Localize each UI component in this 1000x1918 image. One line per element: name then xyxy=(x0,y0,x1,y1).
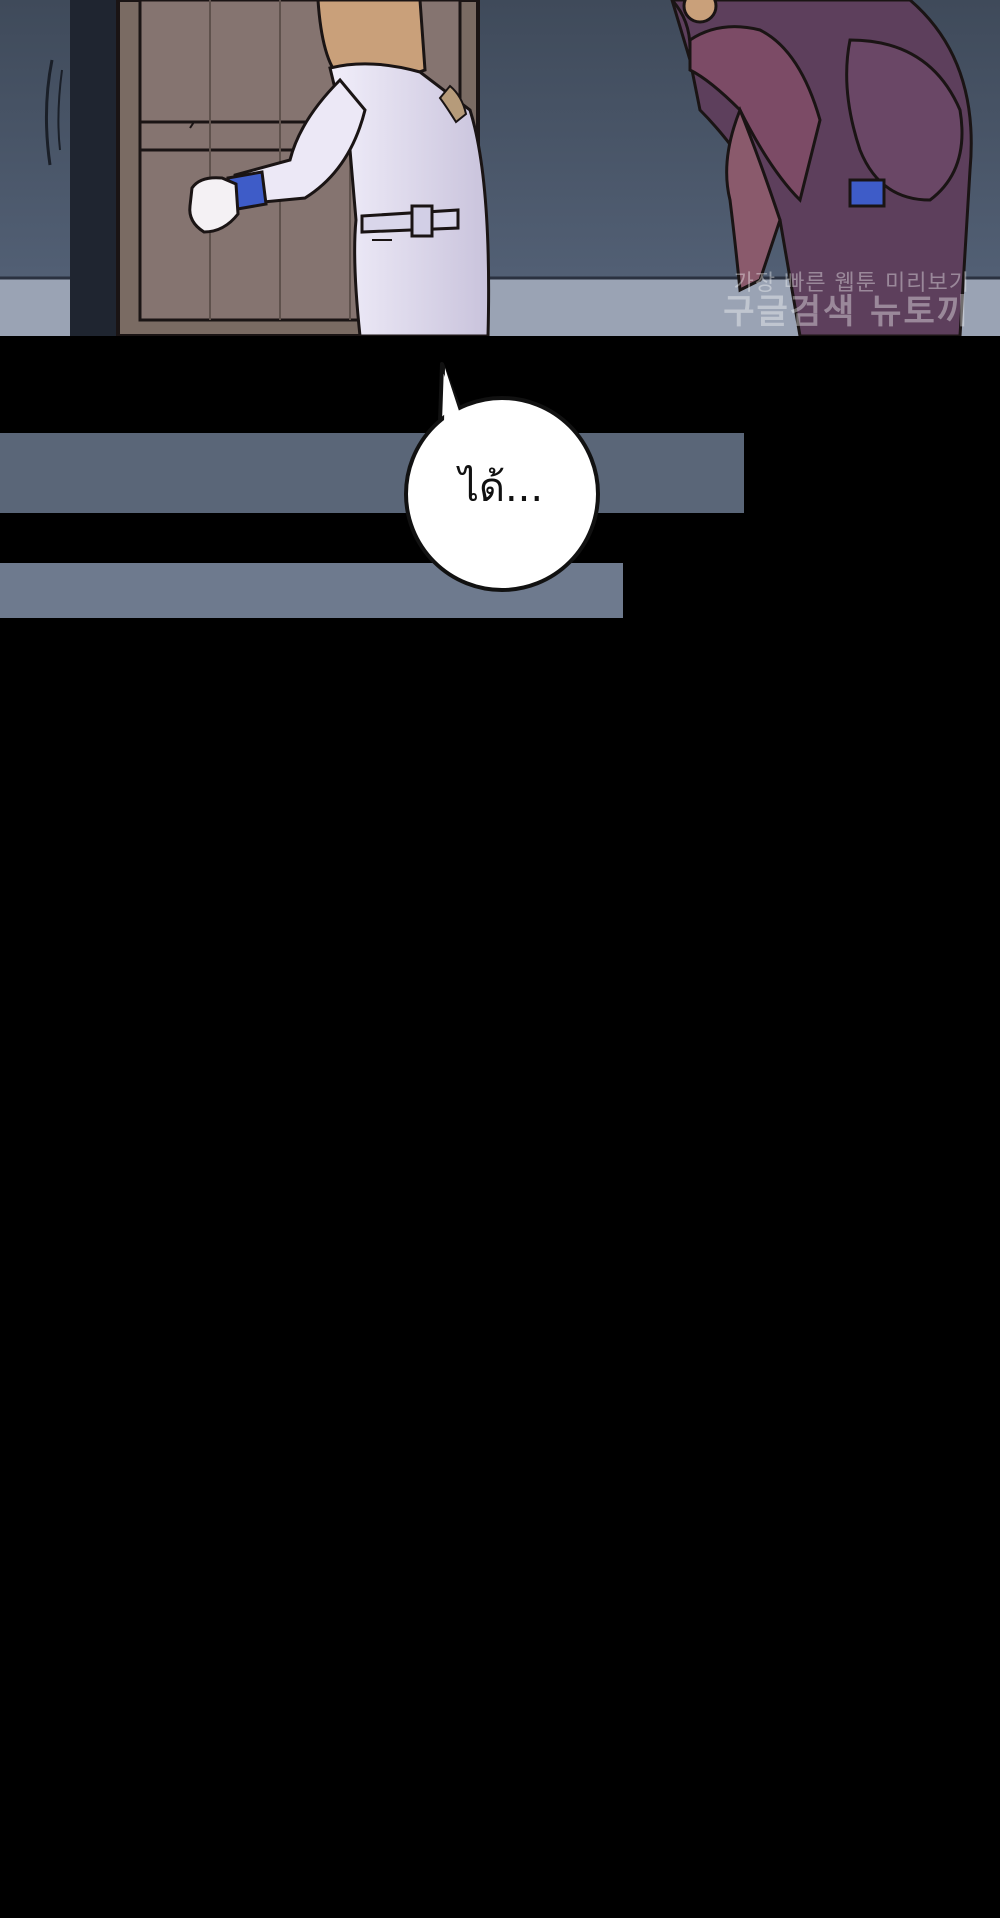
narration-bar-top xyxy=(0,433,744,513)
speech-bubble-text: ได้... xyxy=(458,465,544,511)
speech-bubble: ได้... xyxy=(400,362,610,592)
night-scene-artwork xyxy=(0,0,1000,336)
pillar xyxy=(70,0,120,336)
comic-panel-illustration: 가장 빠른 웹툰 미리보기 구글검색 뉴토끼 xyxy=(0,0,1000,336)
character-purple-robe xyxy=(670,0,973,336)
character-white-coat xyxy=(188,0,491,336)
speech-bubble-shape xyxy=(404,362,600,592)
